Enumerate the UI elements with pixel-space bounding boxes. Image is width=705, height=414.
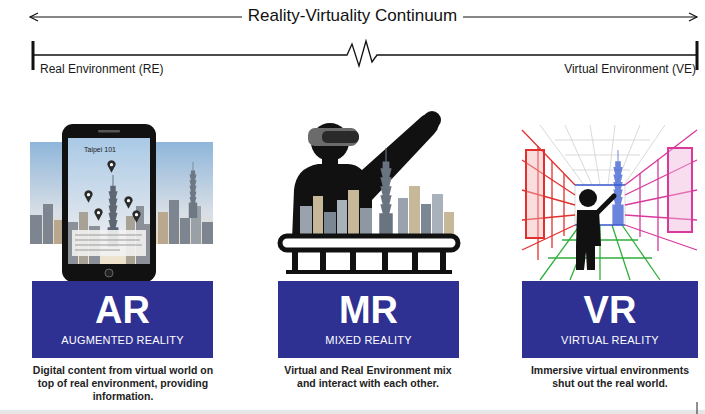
reality-type-box: MR MIXED REALITY [278, 281, 459, 358]
scale-end-label: Real Environment (RE) [40, 62, 163, 77]
box-subtitle: MIXED REALITY [325, 334, 411, 347]
vr-person [576, 189, 614, 270]
bottom-strip [0, 410, 705, 414]
phone-body [62, 124, 156, 282]
description-text: Digital content from virtual world on to… [30, 364, 216, 403]
ar-illustration [30, 124, 213, 282]
description-text: Virtual and Real Environment mix and int… [275, 364, 461, 390]
headset-visor [322, 131, 359, 143]
map-pin [94, 208, 102, 221]
info-lines [75, 235, 142, 250]
box-acronym: MR [339, 291, 398, 331]
phone-screen [68, 138, 150, 264]
person-hand [423, 111, 441, 129]
tower-icon [189, 162, 197, 218]
diagram-title: Reality-Virtuality Continuum [242, 6, 463, 26]
grid-fine [540, 125, 665, 225]
screen-label: Taipei 101 [84, 146, 116, 155]
map-pin [124, 196, 132, 209]
phone-speaker [98, 130, 120, 133]
map-pin [132, 210, 140, 223]
reality-type-box: VR VIRTUAL REALITY [522, 281, 698, 358]
box-acronym: AR [95, 291, 150, 331]
map-pin [84, 190, 92, 203]
info-panel [72, 230, 146, 256]
box-acronym: VR [584, 291, 637, 331]
description-text: Immersive virtual environments shut out … [519, 364, 701, 390]
person-silhouette [292, 114, 439, 240]
table-top [280, 236, 458, 250]
arrow-head [689, 13, 697, 21]
box-subtitle: AUGMENTED REALITY [61, 334, 184, 347]
table-city [300, 148, 454, 238]
mr-illustration [280, 111, 458, 274]
box-subtitle: VIRTUAL REALITY [561, 334, 659, 347]
frame-mark [697, 402, 698, 414]
headset [308, 128, 358, 146]
arrow-head [30, 13, 38, 21]
map-pin [107, 160, 115, 173]
title-wrap: Reality-Virtuality Continuum [0, 6, 705, 26]
home-button [105, 269, 113, 277]
reality-type-box: AR AUGMENTED REALITY [32, 281, 213, 358]
scale-end-label: Virtual Environment (VE) [564, 62, 696, 77]
tower-icon [612, 150, 623, 225]
vr-illustration [522, 125, 697, 280]
grid-right-wall [625, 130, 697, 251]
table-legs [286, 252, 452, 274]
